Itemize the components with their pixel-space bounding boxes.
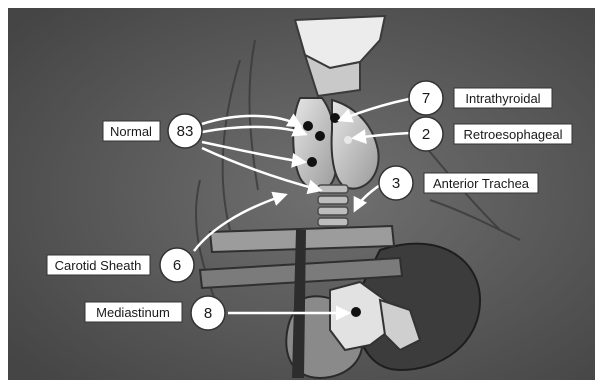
count-anterior-trachea: 3 xyxy=(392,175,400,192)
label-intrathyroidal-text: Intrathyroidal xyxy=(465,91,540,106)
label-mediastinum-text: Mediastinum xyxy=(96,305,170,320)
count-normal: 83 xyxy=(177,123,194,140)
label-anterior-trachea-text: Anterior Trachea xyxy=(433,176,530,191)
count-carotid-sheath: 6 xyxy=(173,257,181,274)
count-retroesophageal: 2 xyxy=(422,126,430,143)
count-intrathyroidal: 7 xyxy=(422,90,430,107)
label-normal-text: Normal xyxy=(110,124,152,139)
label-retroesophageal-text: Retroesophageal xyxy=(463,127,562,142)
count-mediastinum: 8 xyxy=(204,305,212,322)
label-carotid-sheath-text: Carotid Sheath xyxy=(55,258,142,273)
